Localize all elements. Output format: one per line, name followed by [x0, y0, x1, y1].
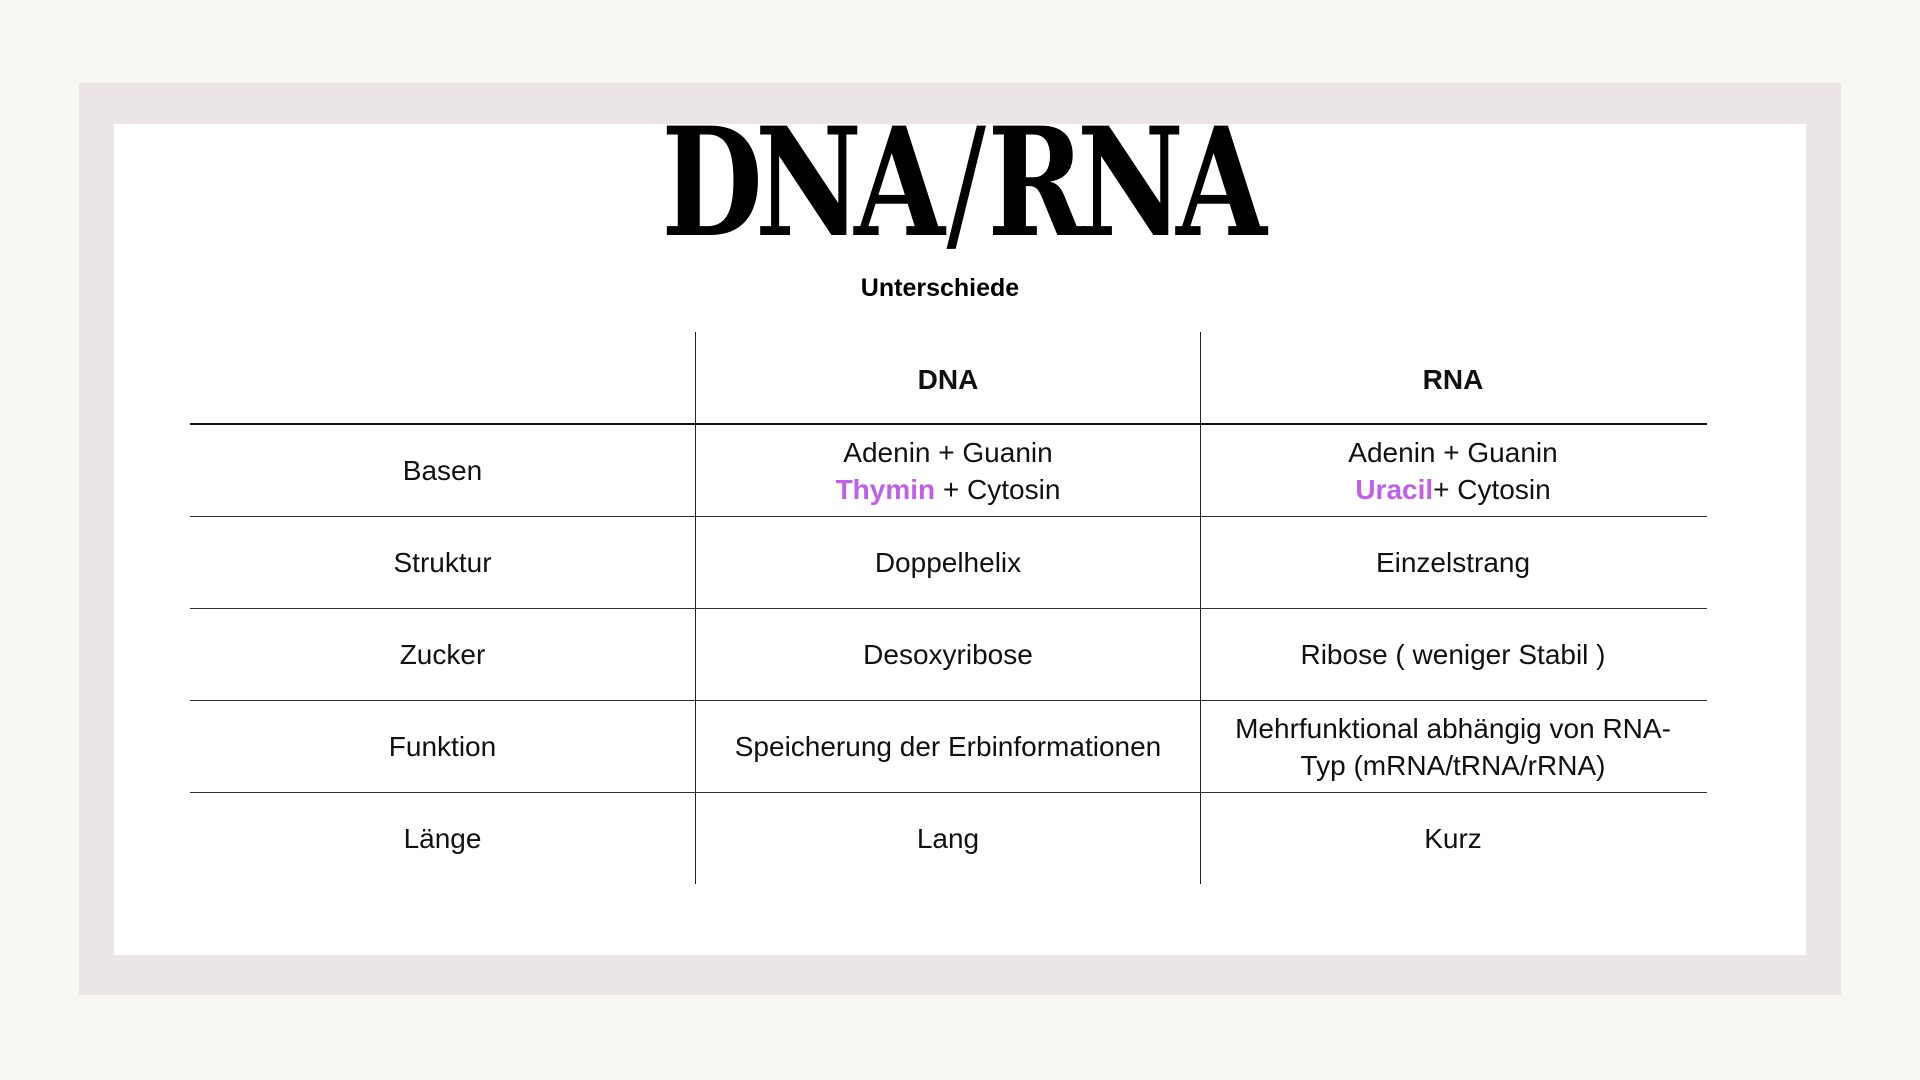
title-dna: DNA: [661, 95, 945, 271]
row-label: Zucker: [399, 639, 486, 670]
comparison-table: DNA RNA Basen Adenin + Guanin Thymin + C…: [190, 332, 1707, 884]
table-row-basen: Basen Adenin + Guanin Thymin + Cytosin A…: [190, 425, 1707, 517]
header-cell-rna: RNA: [1200, 332, 1705, 423]
dna-laenge-cell: Lang: [695, 793, 1200, 884]
table-header-row: DNA RNA: [190, 332, 1707, 425]
row-label: Basen: [402, 455, 483, 486]
table-row-laenge: Länge Lang Kurz: [190, 793, 1707, 884]
dna-basen-line2-rest: + Cytosin: [935, 473, 1061, 505]
table-row-zucker: Zucker Desoxyribose Ribose ( weniger Sta…: [190, 609, 1707, 701]
dna-zucker-cell: Desoxyribose: [695, 609, 1200, 700]
subtitle: Unterschiede: [860, 274, 1020, 302]
dna-basen-line2: Thymin + Cytosin: [836, 471, 1061, 508]
dna-struktur-cell: Doppelhelix: [695, 517, 1200, 608]
rna-laenge-cell: Kurz: [1200, 793, 1705, 884]
page-title: DNA/RNA: [211, 108, 1709, 259]
rna-zucker-cell: Ribose ( weniger Stabil ): [1200, 609, 1705, 700]
rna-funktion-line1: Mehrfunktional abhängig von RNA-: [1235, 712, 1671, 744]
rna-struktur-cell: Einzelstrang: [1200, 517, 1705, 608]
title-separator: /: [946, 97, 986, 271]
thymin-highlight: Thymin: [835, 473, 936, 505]
uracil-highlight: Uracil: [1355, 473, 1434, 505]
header-cell-empty: [190, 332, 695, 423]
dna-basen-cell: Adenin + Guanin Thymin + Cytosin: [695, 425, 1200, 516]
table-row-funktion: Funktion Speicherung der Erbinformatione…: [190, 701, 1707, 793]
rna-basen-cell: Adenin + Guanin Uracil+ Cytosin: [1200, 425, 1705, 516]
dna-funktion-cell: Speicherung der Erbinformationen: [695, 701, 1200, 792]
rna-basen-line2-rest: + Cytosin: [1433, 473, 1551, 505]
rna-basen-line1: Adenin + Guanin: [1348, 436, 1558, 468]
row-label: Funktion: [388, 731, 497, 762]
slide: [114, 124, 1806, 955]
rna-funktion-cell: Mehrfunktional abhängig von RNA- Typ (mR…: [1200, 701, 1705, 792]
title-rna: RNA: [987, 95, 1267, 271]
rna-funktion-line2: Typ (mRNA/tRNA/rRNA): [1300, 749, 1606, 781]
rna-basen-line2: Uracil+ Cytosin: [1348, 471, 1557, 508]
row-label: Struktur: [393, 547, 492, 578]
dna-basen-line1: Adenin + Guanin: [843, 436, 1053, 468]
row-label: Länge: [403, 823, 482, 854]
table-row-struktur: Struktur Doppelhelix Einzelstrang: [190, 517, 1707, 609]
header-cell-dna: DNA: [695, 332, 1200, 423]
